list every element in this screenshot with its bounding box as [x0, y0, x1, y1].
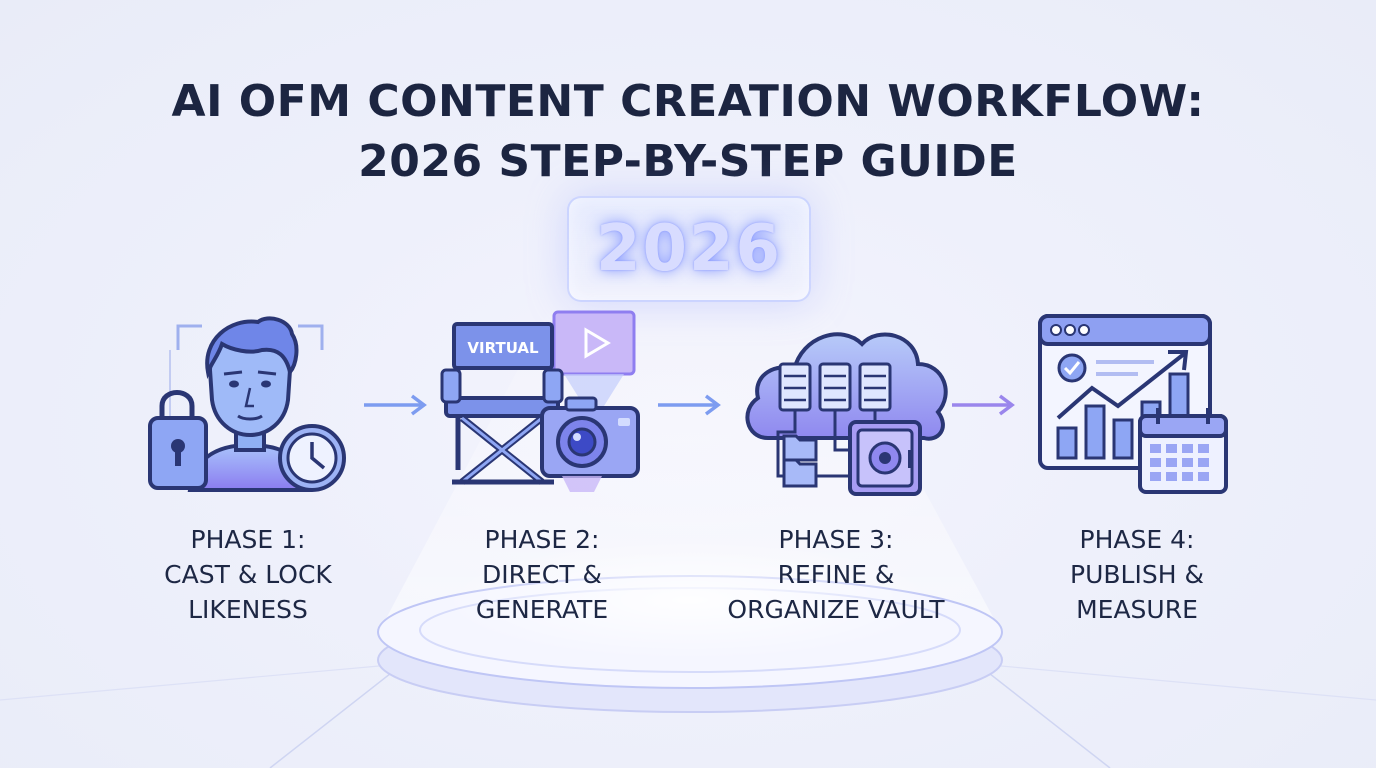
arrow-right-icon [952, 394, 1015, 416]
phase-3-line-1: REFINE & [777, 560, 895, 589]
phase-4-line-1: PUBLISH & [1070, 560, 1204, 589]
title-line-2: 2026 STEP-BY-STEP GUIDE [358, 136, 1018, 187]
phase-4-line-2: MEASURE [1076, 595, 1198, 624]
phase-3-heading: PHASE 3: [778, 525, 894, 554]
phase-3-line-2: ORGANIZE VAULT [727, 595, 945, 624]
phase-4-heading: PHASE 4: [1079, 525, 1195, 554]
director-chair-camera-icon: VIRTUAL [440, 310, 640, 492]
phase-2-heading: PHASE 2: [484, 525, 600, 554]
phase-1-icon [140, 310, 380, 510]
arrow-right-icon [364, 394, 427, 416]
phase-1-line-2: LIKENESS [188, 595, 308, 624]
chair-label: VIRTUAL [467, 339, 539, 357]
page-title: AI OFM CONTENT CREATION WORKFLOW: 2026 S… [0, 72, 1376, 192]
person-lock-clock-icon [148, 316, 346, 492]
phase-1-label: PHASE 1: CAST & LOCK LIKENESS [98, 522, 398, 627]
phase-4-icon [1034, 310, 1274, 510]
dashboard-chart-calendar-icon [1038, 314, 1228, 494]
phase-1-line-1: CAST & LOCK [164, 560, 332, 589]
title-line-1: AI OFM CONTENT CREATION WORKFLOW: [171, 76, 1205, 127]
cloud-server-vault-icon [745, 332, 948, 496]
arrow-right-icon [658, 394, 721, 416]
year-badge: 2026 [567, 196, 811, 302]
phase-2-line-2: GENERATE [475, 595, 609, 624]
phase-2-label: PHASE 2: DIRECT & GENERATE [392, 522, 692, 627]
phase-3-icon [738, 310, 978, 510]
phase-4-label: PHASE 4: PUBLISH & MEASURE [987, 522, 1287, 627]
phase-3-label: PHASE 3: REFINE & ORGANIZE VAULT [686, 522, 986, 627]
phase-2-line-1: DIRECT & [482, 560, 602, 589]
phase-2-icon: VIRTUAL [432, 310, 672, 510]
phase-1-heading: PHASE 1: [190, 525, 306, 554]
